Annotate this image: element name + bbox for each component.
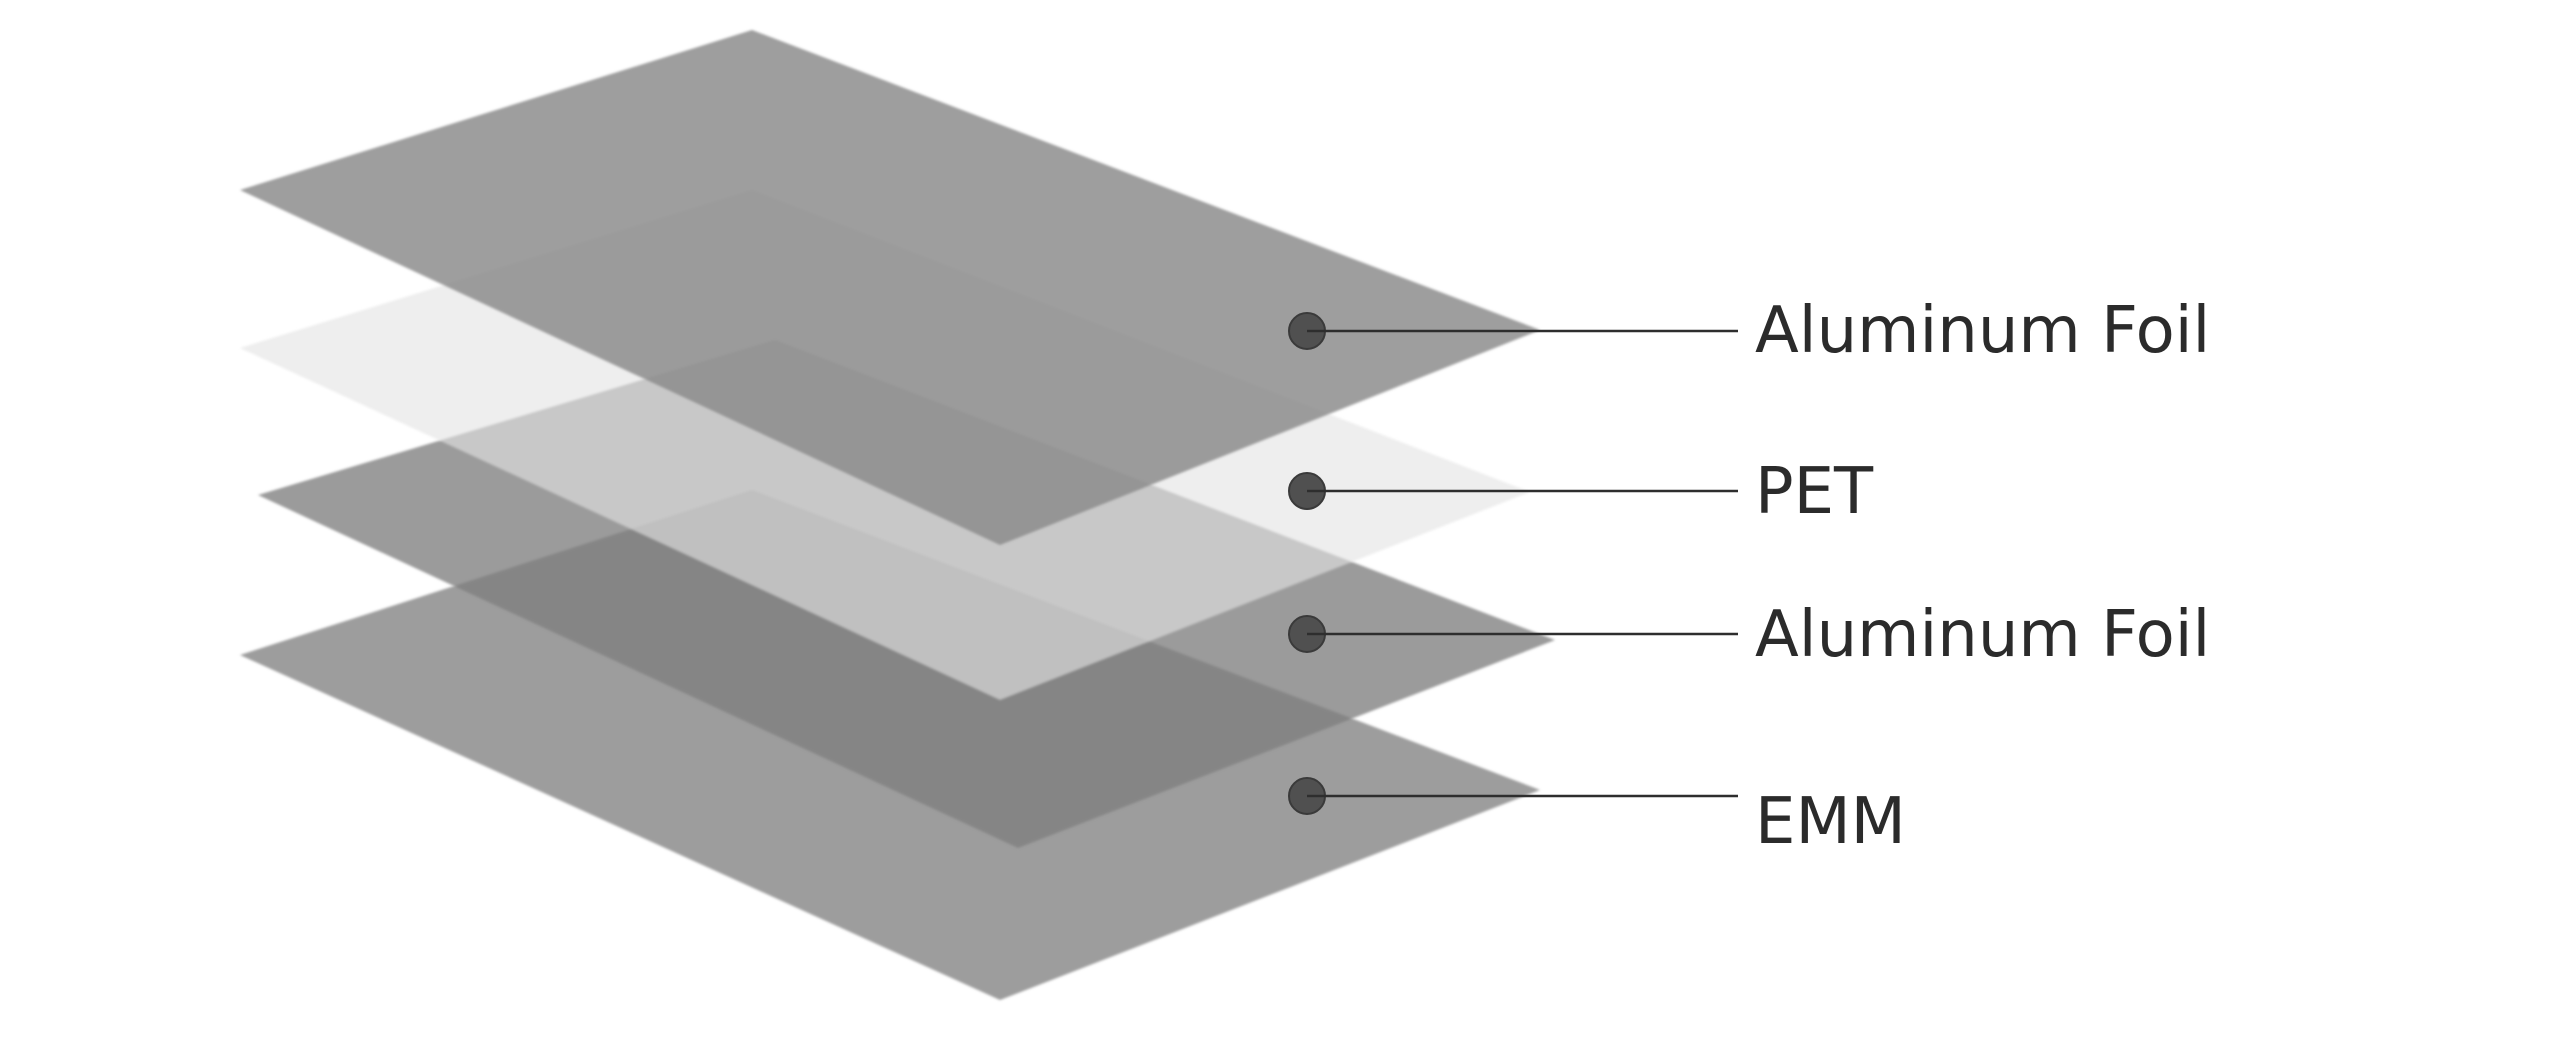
- layer-label: EMM: [1755, 785, 1906, 859]
- callout-aluminum-foil-lower: Aluminum Foil: [1288, 598, 2210, 672]
- layer-label: Aluminum Foil: [1755, 294, 2210, 368]
- callout-emm: EMM: [1288, 777, 1906, 859]
- layer-label: Aluminum Foil: [1755, 598, 2210, 672]
- callout-pet: PET: [1288, 455, 1874, 529]
- layer-label: PET: [1755, 455, 1874, 529]
- aluminum-foil-upper-sheet: [240, 30, 1540, 545]
- callout-aluminum-foil-upper: Aluminum Foil: [1288, 294, 2210, 368]
